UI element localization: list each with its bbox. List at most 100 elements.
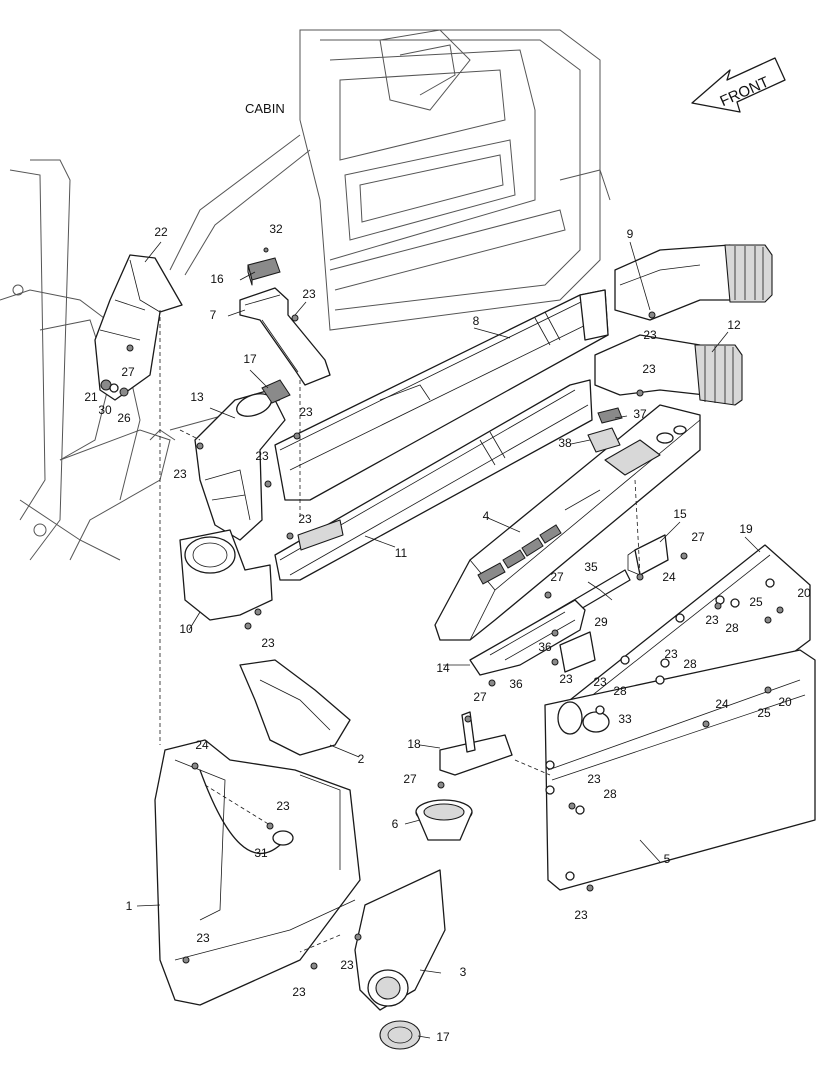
- callout-23: 23: [255, 449, 269, 463]
- part-3-duct: [354, 869, 446, 1011]
- callout-23: 23: [559, 672, 573, 686]
- callout-23: 23: [173, 467, 187, 481]
- callout-labels: 22 32 16 7 23 27 21 30 26 17 13 23 23 23…: [84, 222, 811, 1044]
- part-8-long-duct: [274, 289, 609, 501]
- part-4-console: [434, 404, 701, 641]
- part-31-hose: [199, 769, 281, 855]
- callout-17: 17: [436, 1030, 450, 1044]
- callout-18: 18: [407, 737, 421, 751]
- callout-28: 28: [725, 621, 739, 635]
- cabin-label: CABIN: [245, 101, 285, 116]
- callout-20: 20: [797, 586, 811, 600]
- callout-29: 29: [594, 615, 608, 629]
- part-29-bracket: [559, 631, 596, 673]
- callout-30: 30: [98, 403, 112, 417]
- callout-23: 23: [299, 405, 313, 419]
- callout-12: 12: [727, 318, 741, 332]
- callout-23: 23: [298, 512, 312, 526]
- callout-23: 23: [664, 647, 678, 661]
- part-18-bracket: [439, 711, 513, 776]
- callout-33: 33: [618, 712, 632, 726]
- callout-16: 16: [210, 272, 224, 286]
- part-37-38-cover: [587, 407, 623, 453]
- callout-25: 25: [749, 595, 763, 609]
- callout-31: 31: [254, 846, 268, 860]
- callout-21: 21: [84, 390, 98, 404]
- callout-38: 38: [558, 436, 572, 450]
- callout-4: 4: [483, 509, 490, 523]
- assembly-guide-lines: [159, 310, 641, 953]
- callout-5: 5: [664, 852, 671, 866]
- part-2-duct: [239, 659, 351, 756]
- part-6-cup-holder: [415, 799, 473, 841]
- callout-23: 23: [276, 799, 290, 813]
- callout-23: 23: [302, 287, 316, 301]
- callout-23: 23: [705, 613, 719, 627]
- callout-10: 10: [179, 622, 193, 636]
- callout-23: 23: [292, 985, 306, 999]
- callout-27: 27: [121, 365, 135, 379]
- callout-28: 28: [613, 684, 627, 698]
- part-17-grille-upper: [261, 379, 291, 404]
- callout-23: 23: [340, 958, 354, 972]
- callout-20: 20: [778, 695, 792, 709]
- cabin-structure: [0, 29, 611, 561]
- callout-6: 6: [392, 817, 399, 831]
- callout-28: 28: [603, 787, 617, 801]
- part-5-panel: [544, 649, 816, 891]
- callout-36: 36: [538, 640, 552, 654]
- callout-11: 11: [395, 546, 408, 560]
- callout-27: 27: [403, 772, 417, 786]
- callout-22: 22: [154, 225, 168, 239]
- callout-28: 28: [683, 657, 697, 671]
- callout-19: 19: [739, 522, 753, 536]
- callout-7: 7: [210, 308, 217, 322]
- callout-3: 3: [460, 965, 467, 979]
- part-16-damper: [247, 247, 281, 286]
- callout-27: 27: [473, 690, 487, 704]
- callout-23: 23: [587, 772, 601, 786]
- part-11-long-duct: [274, 379, 593, 581]
- callout-36: 36: [509, 677, 523, 691]
- callout-26: 26: [117, 411, 131, 425]
- part-9-bellows-duct: [614, 244, 773, 321]
- part-10-vent-duct: [179, 529, 273, 621]
- callout-27: 27: [691, 530, 705, 544]
- callout-9: 9: [627, 227, 634, 241]
- callout-24: 24: [715, 697, 729, 711]
- part-1-cover: [154, 739, 361, 1006]
- front-direction-arrow: FRONT: [691, 57, 786, 113]
- callout-24: 24: [195, 738, 209, 752]
- callout-23: 23: [574, 908, 588, 922]
- part-15-bracket: [627, 534, 669, 576]
- callout-23: 23: [642, 362, 656, 376]
- callout-2: 2: [358, 752, 365, 766]
- fastener-group-21-30-26: [100, 344, 134, 397]
- callout-13: 13: [190, 390, 204, 404]
- console-switch-panel: [477, 524, 562, 585]
- callout-24: 24: [662, 570, 676, 584]
- callout-23: 23: [261, 636, 275, 650]
- callout-23: 23: [593, 675, 607, 689]
- part-22-duct: [94, 254, 183, 401]
- callout-23: 23: [196, 931, 210, 945]
- screw-markers: [182, 311, 784, 970]
- leader-lines: [136, 241, 761, 1039]
- callout-23: 23: [643, 328, 657, 342]
- callout-14: 14: [436, 661, 450, 675]
- callout-35: 35: [584, 560, 598, 574]
- callout-8: 8: [473, 314, 480, 328]
- callout-27: 27: [550, 570, 564, 584]
- callout-1: 1: [126, 899, 133, 913]
- callout-37: 37: [633, 407, 647, 421]
- callout-32: 32: [269, 222, 283, 236]
- part-12-bellows-duct: [594, 334, 743, 406]
- part-17-grille-lower: [379, 1020, 421, 1050]
- callout-17: 17: [243, 352, 257, 366]
- callout-25: 25: [757, 706, 771, 720]
- callout-15: 15: [673, 507, 687, 521]
- part-7-duct: [239, 287, 331, 386]
- part-14-bracket: [469, 599, 586, 676]
